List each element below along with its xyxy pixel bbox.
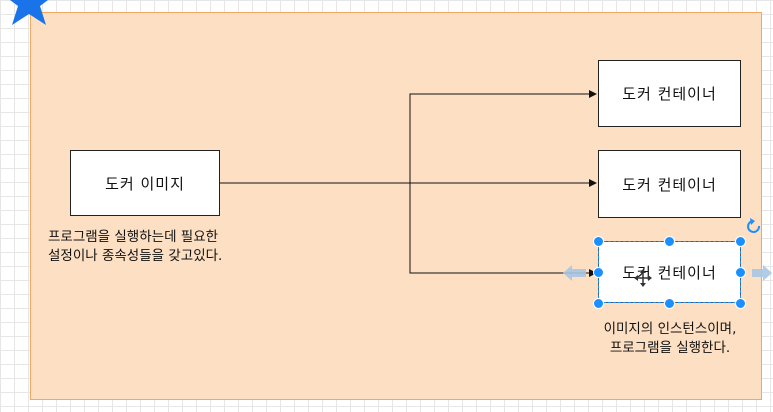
docker-container-label: 도커 컨테이너 bbox=[622, 85, 717, 103]
docker-container-box-1[interactable]: 도커 컨테이너 bbox=[598, 60, 741, 127]
resize-handle-bottom[interactable] bbox=[664, 298, 675, 309]
docker-image-caption-line-1: 프로그램을 실행하는데 필요한 bbox=[48, 229, 219, 245]
docker-image-label: 도커 이미지 bbox=[105, 174, 185, 193]
resize-handle-bottom-right[interactable] bbox=[735, 298, 746, 309]
selection-outline bbox=[598, 241, 741, 303]
connect-arrow-right-icon[interactable] bbox=[752, 265, 772, 281]
docker-container-box-2[interactable]: 도커 컨테이너 bbox=[598, 150, 741, 218]
docker-image-caption-line-2: 설정이나 종속성들을 갖고있다. bbox=[48, 248, 223, 264]
rotate-icon[interactable] bbox=[747, 218, 760, 233]
connect-arrow-left-icon[interactable] bbox=[563, 265, 586, 281]
resize-handle-left[interactable] bbox=[593, 267, 604, 278]
docker-image-caption[interactable]: 프로그램을 실행하는데 필요한 설정이나 종속성들을 갖고있다. bbox=[48, 228, 288, 266]
connector-image-to-container-1[interactable] bbox=[220, 90, 597, 184]
resize-handle-top[interactable] bbox=[664, 236, 675, 247]
connector-image-to-container-3[interactable] bbox=[409, 183, 597, 277]
docker-container-caption[interactable]: 이미지의 인스턴스이며, 프로그램을 실행한다. bbox=[560, 320, 773, 358]
resize-handle-bottom-left[interactable] bbox=[593, 298, 604, 309]
resize-handle-right[interactable] bbox=[735, 267, 746, 278]
docker-container-label: 도커 컨테이너 bbox=[622, 175, 717, 194]
resize-handle-top-left[interactable] bbox=[593, 236, 604, 247]
resize-handle-top-right[interactable] bbox=[735, 236, 746, 247]
docker-container-caption-line-1: 이미지의 인스턴스이며, bbox=[603, 321, 737, 337]
docker-image-box[interactable]: 도커 이미지 bbox=[70, 150, 220, 216]
docker-container-caption-line-2: 프로그램을 실행한다. bbox=[609, 340, 731, 356]
